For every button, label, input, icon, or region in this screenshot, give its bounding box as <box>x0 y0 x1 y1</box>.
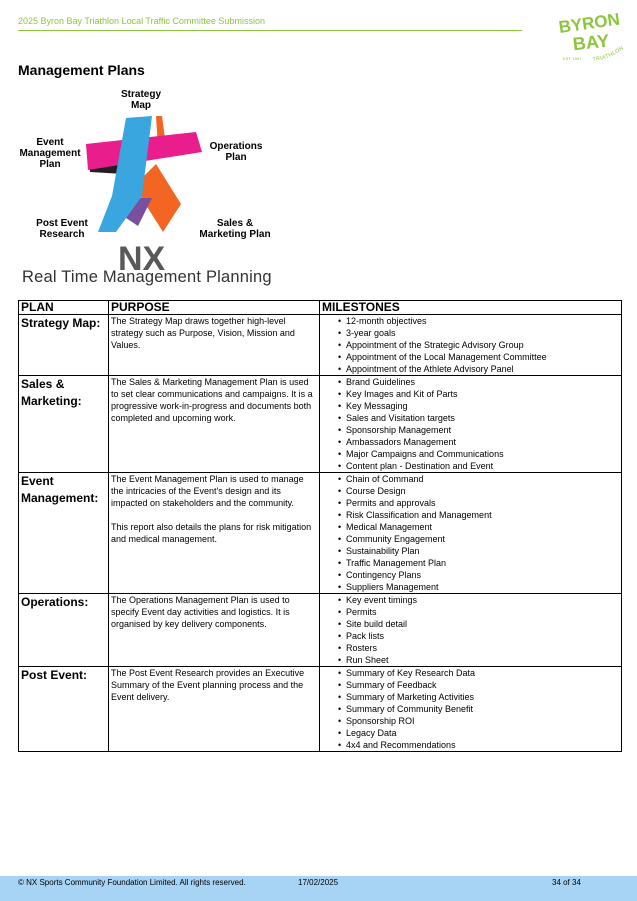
header-plan: PLAN <box>18 300 109 315</box>
header-divider <box>18 30 522 31</box>
management-plans-table: PLAN PURPOSE MILESTONES Strategy Map: Th… <box>18 300 622 752</box>
milestone-item: Rosters <box>338 642 619 654</box>
milestone-item: Community Engagement <box>338 533 619 545</box>
milestone-item: Contingency Plans <box>338 569 619 581</box>
plan-milestones: Brand Guidelines Key Images and Kit of P… <box>319 375 622 473</box>
nx-tagline: Real Time Management Planning <box>22 268 272 286</box>
plan-purpose: The Event Management Plan is used to man… <box>108 472 320 594</box>
milestone-item: Major Campaigns and Communications <box>338 448 619 460</box>
footer-page-number: 34 of 34 <box>552 878 581 887</box>
milestone-item: Medical Management <box>338 521 619 533</box>
milestone-item: Permits and approvals <box>338 497 619 509</box>
footer-date: 17/02/2025 <box>298 878 339 887</box>
milestone-item: Run Sheet <box>338 654 619 666</box>
table-row: Sales & Marketing: The Sales & Marketing… <box>18 375 622 473</box>
plan-milestones: Summary of Key Research Data Summary of … <box>319 666 622 752</box>
plan-purpose: The Strategy Map draws together high-lev… <box>108 314 320 376</box>
plan-name: Sales & Marketing: <box>18 375 109 473</box>
star-orange-ray <box>134 164 181 232</box>
milestone-item: Chain of Command <box>338 473 619 485</box>
milestone-item: Pack lists <box>338 630 619 642</box>
logo-est: EST. 1987 <box>563 56 582 61</box>
milestone-item: Brand Guidelines <box>338 376 619 388</box>
milestone-item: Summary of Key Research Data <box>338 667 619 679</box>
plan-name: Event Management: <box>18 472 109 594</box>
footer-copyright: © NX Sports Community Foundation Limited… <box>18 878 246 887</box>
plan-name: Strategy Map: <box>18 314 109 376</box>
label-sales-marketing-plan: Sales &Marketing Plan <box>199 218 271 240</box>
milestone-item: Traffic Management Plan <box>338 557 619 569</box>
milestone-item: Sales and Visitation targets <box>338 412 619 424</box>
milestone-item: 3-year goals <box>338 327 619 339</box>
plan-purpose: The Operations Management Plan is used t… <box>108 593 320 667</box>
milestone-item: Site build detail <box>338 618 619 630</box>
header-purpose: PURPOSE <box>108 300 320 315</box>
footer-band <box>0 876 637 901</box>
star-graphic: NX <box>86 116 202 278</box>
milestone-item: Legacy Data <box>338 727 619 739</box>
milestone-item: Summary of Feedback <box>338 679 619 691</box>
milestone-item: Key event timings <box>338 594 619 606</box>
milestone-item: Key Images and Kit of Parts <box>338 388 619 400</box>
milestone-item: Content plan - Destination and Event <box>338 460 619 472</box>
table-row: Strategy Map: The Strategy Map draws tog… <box>18 314 622 376</box>
milestone-item: Sponsorship ROI <box>338 715 619 727</box>
table-row: Post Event: The Post Event Research prov… <box>18 666 622 752</box>
plan-purpose: The Sales & Marketing Management Plan is… <box>108 375 320 473</box>
page-title: Management Plans <box>18 62 145 78</box>
plan-name: Operations: <box>18 593 109 667</box>
milestone-item: Key Messaging <box>338 400 619 412</box>
milestone-item: Appointment of the Strategic Advisory Gr… <box>338 339 619 351</box>
plan-name: Post Event: <box>18 666 109 752</box>
milestone-item: Permits <box>338 606 619 618</box>
plan-purpose: The Post Event Research provides an Exec… <box>108 666 320 752</box>
plan-milestones: Key event timings Permits Site build det… <box>319 593 622 667</box>
milestone-item: Suppliers Management <box>338 581 619 593</box>
milestone-item: Sponsorship Management <box>338 424 619 436</box>
table-row: Event Management: The Event Management P… <box>18 472 622 594</box>
milestone-item: Risk Classification and Management <box>338 509 619 521</box>
milestone-item: Appointment of the Athlete Advisory Pane… <box>338 363 619 375</box>
milestone-item: 4x4 and Recommendations <box>338 739 619 751</box>
milestone-item: Summary of Marketing Activities <box>338 691 619 703</box>
star-blue-band <box>98 116 152 232</box>
milestone-item: Sustainability Plan <box>338 545 619 557</box>
plan-milestones: Chain of Command Course Design Permits a… <box>319 472 622 594</box>
milestone-item: Summary of Community Benefit <box>338 703 619 715</box>
milestone-item: Course Design <box>338 485 619 497</box>
byron-bay-triathlon-logo: BYRON BAY EST. 1987 TRIATHLON <box>558 10 625 63</box>
milestone-item: Ambassadors Management <box>338 436 619 448</box>
header-milestones: MILESTONES <box>319 300 622 315</box>
table-header-row: PLAN PURPOSE MILESTONES <box>18 300 622 315</box>
milestone-item: 12-month objectives <box>338 315 619 327</box>
plan-milestones: 12-month objectives 3-year goals Appoint… <box>319 314 622 376</box>
milestone-item: Appointment of the Local Management Comm… <box>338 351 619 363</box>
table-row: Operations: The Operations Management Pl… <box>18 593 622 667</box>
document-header-title: 2025 Byron Bay Triathlon Local Traffic C… <box>18 16 265 26</box>
nx-logo-text: NX <box>118 240 166 278</box>
logo-line2: BAY <box>572 31 610 55</box>
